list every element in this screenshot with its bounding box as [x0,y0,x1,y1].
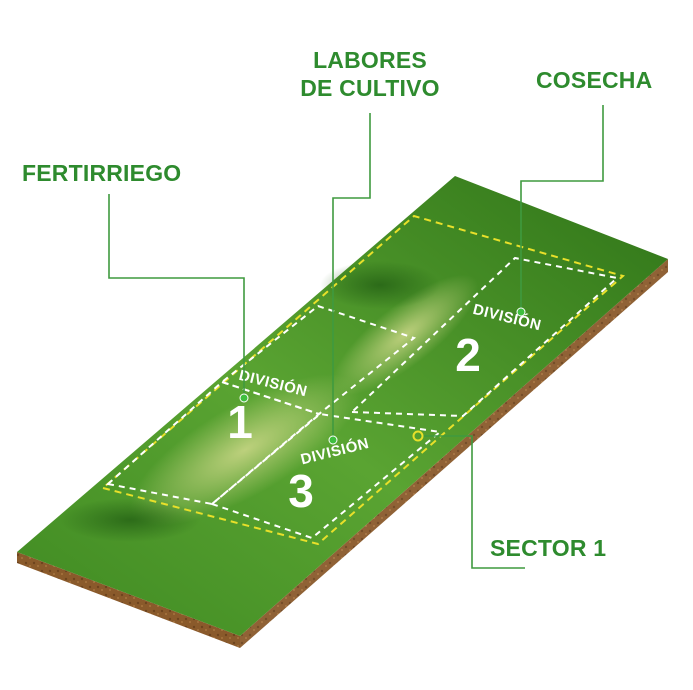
sector-dot [412,430,424,442]
cosecha-dot [516,307,526,317]
sector-label: SECTOR 1 [490,535,606,561]
labores-leader [332,113,371,440]
fertirriego-dot [239,393,249,403]
labores-label-line2: DE CULTIVO [300,75,440,101]
division-3-border [209,412,443,540]
division-1-number: 1 [227,396,253,448]
cosecha-leader [520,105,604,312]
labores-dot [328,435,338,445]
labores-label-line1: LABORES [313,47,427,73]
sector-1-border [100,214,626,546]
field-soil-left [17,552,240,648]
fertirriego-label: FERTIRRIEGO [22,160,181,186]
field-soil-right [240,259,668,648]
worn-grass-patch [130,374,360,526]
division-3-number: 3 [288,465,314,517]
division-2-border [349,256,620,418]
dark-grass-patch [60,498,200,542]
dark-grass-patch [320,261,440,309]
division-empty-border [219,304,417,416]
division-2-number: 2 [455,329,481,381]
leader-lines [108,105,604,569]
cosecha-label: COSECHA [536,67,652,93]
fertirriego-leader [108,194,245,398]
sector-leader [420,435,525,569]
